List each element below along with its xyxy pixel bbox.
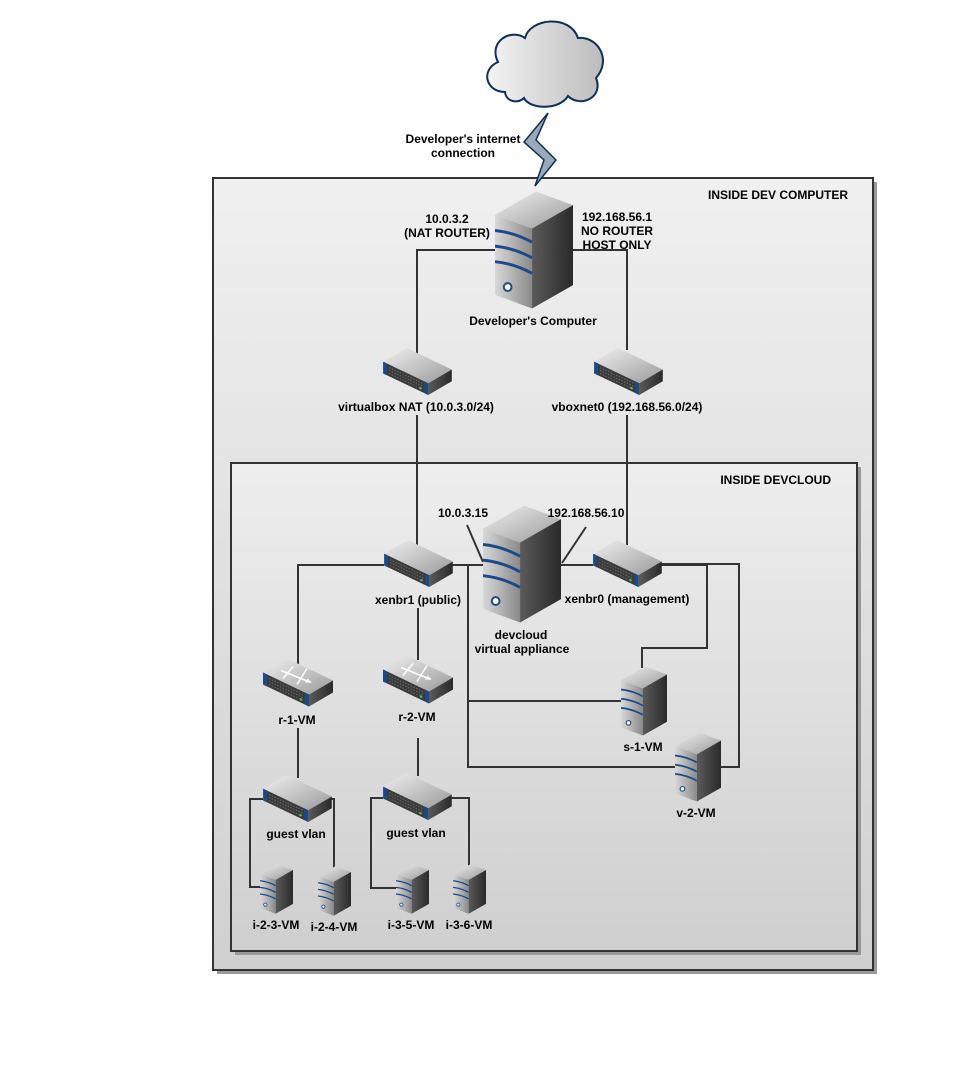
- virtualbox-nat-label: virtualbox NAT (10.0.3.0/24): [338, 400, 494, 414]
- guest-vlan-1-label: guest vlan: [266, 827, 325, 841]
- devcloud-public-ip: 10.0.3.15: [438, 506, 488, 520]
- i-2-4-vm-server-icon[interactable]: [318, 865, 351, 917]
- i-3-5-vm-server-icon[interactable]: [396, 863, 429, 915]
- r-1-vm-label: r-1-VM: [278, 713, 315, 727]
- xenbr0-label: xenbr0 (management): [565, 592, 690, 606]
- dev-computer-region-title: INSIDE DEV COMPUTER: [708, 188, 848, 202]
- i-2-3-vm-server-icon[interactable]: [260, 863, 293, 915]
- vboxnet0-label: vboxnet0 (192.168.56.0/24): [552, 400, 703, 414]
- devcloud-sublabel: virtual appliance: [475, 642, 570, 656]
- nat-ip-label: 10.0.3.2: [425, 212, 469, 226]
- connections: [249, 249, 740, 889]
- guest-vlan-2-label: guest vlan: [386, 826, 445, 840]
- devcloud-server-icon[interactable]: [483, 504, 561, 624]
- host-only-note: HOST ONLY: [583, 238, 652, 252]
- hostonly-ip-label: 192.168.56.1: [582, 210, 652, 224]
- internet-cloud-icon: [486, 20, 604, 108]
- v-2-vm-label: v-2-VM: [676, 806, 715, 820]
- i-2-4-vm-label: i-2-4-VM: [311, 920, 358, 934]
- devcloud-label: devcloud: [495, 628, 548, 642]
- s-1-vm-label: s-1-VM: [623, 740, 662, 754]
- i-2-3-vm-label: i-2-3-VM: [253, 918, 300, 932]
- nat-router-note: (NAT ROUTER): [404, 226, 490, 240]
- s-1-vm-server-icon[interactable]: [621, 665, 667, 737]
- internet-connection-label: Developer's internet: [406, 132, 521, 146]
- internet-connection-lightning-icon: [522, 112, 558, 187]
- r-2-vm-label: r-2-VM: [398, 710, 435, 724]
- v-2-vm-server-icon[interactable]: [675, 731, 721, 803]
- internet-connection-label-2: connection: [431, 146, 495, 160]
- devcloud-region-title: INSIDE DEVCLOUD: [720, 473, 831, 487]
- developer-computer-label: Developer's Computer: [469, 314, 597, 328]
- devcloud-management-ip: 192.168.56.10: [548, 506, 625, 520]
- i-3-6-vm-label: i-3-6-VM: [446, 918, 493, 932]
- no-router-note: NO ROUTER: [581, 224, 653, 238]
- xenbr1-label: xenbr1 (public): [375, 593, 461, 607]
- i-3-6-vm-server-icon[interactable]: [453, 863, 486, 915]
- i-3-5-vm-label: i-3-5-VM: [388, 918, 435, 932]
- developer-computer-server-icon[interactable]: [495, 190, 573, 310]
